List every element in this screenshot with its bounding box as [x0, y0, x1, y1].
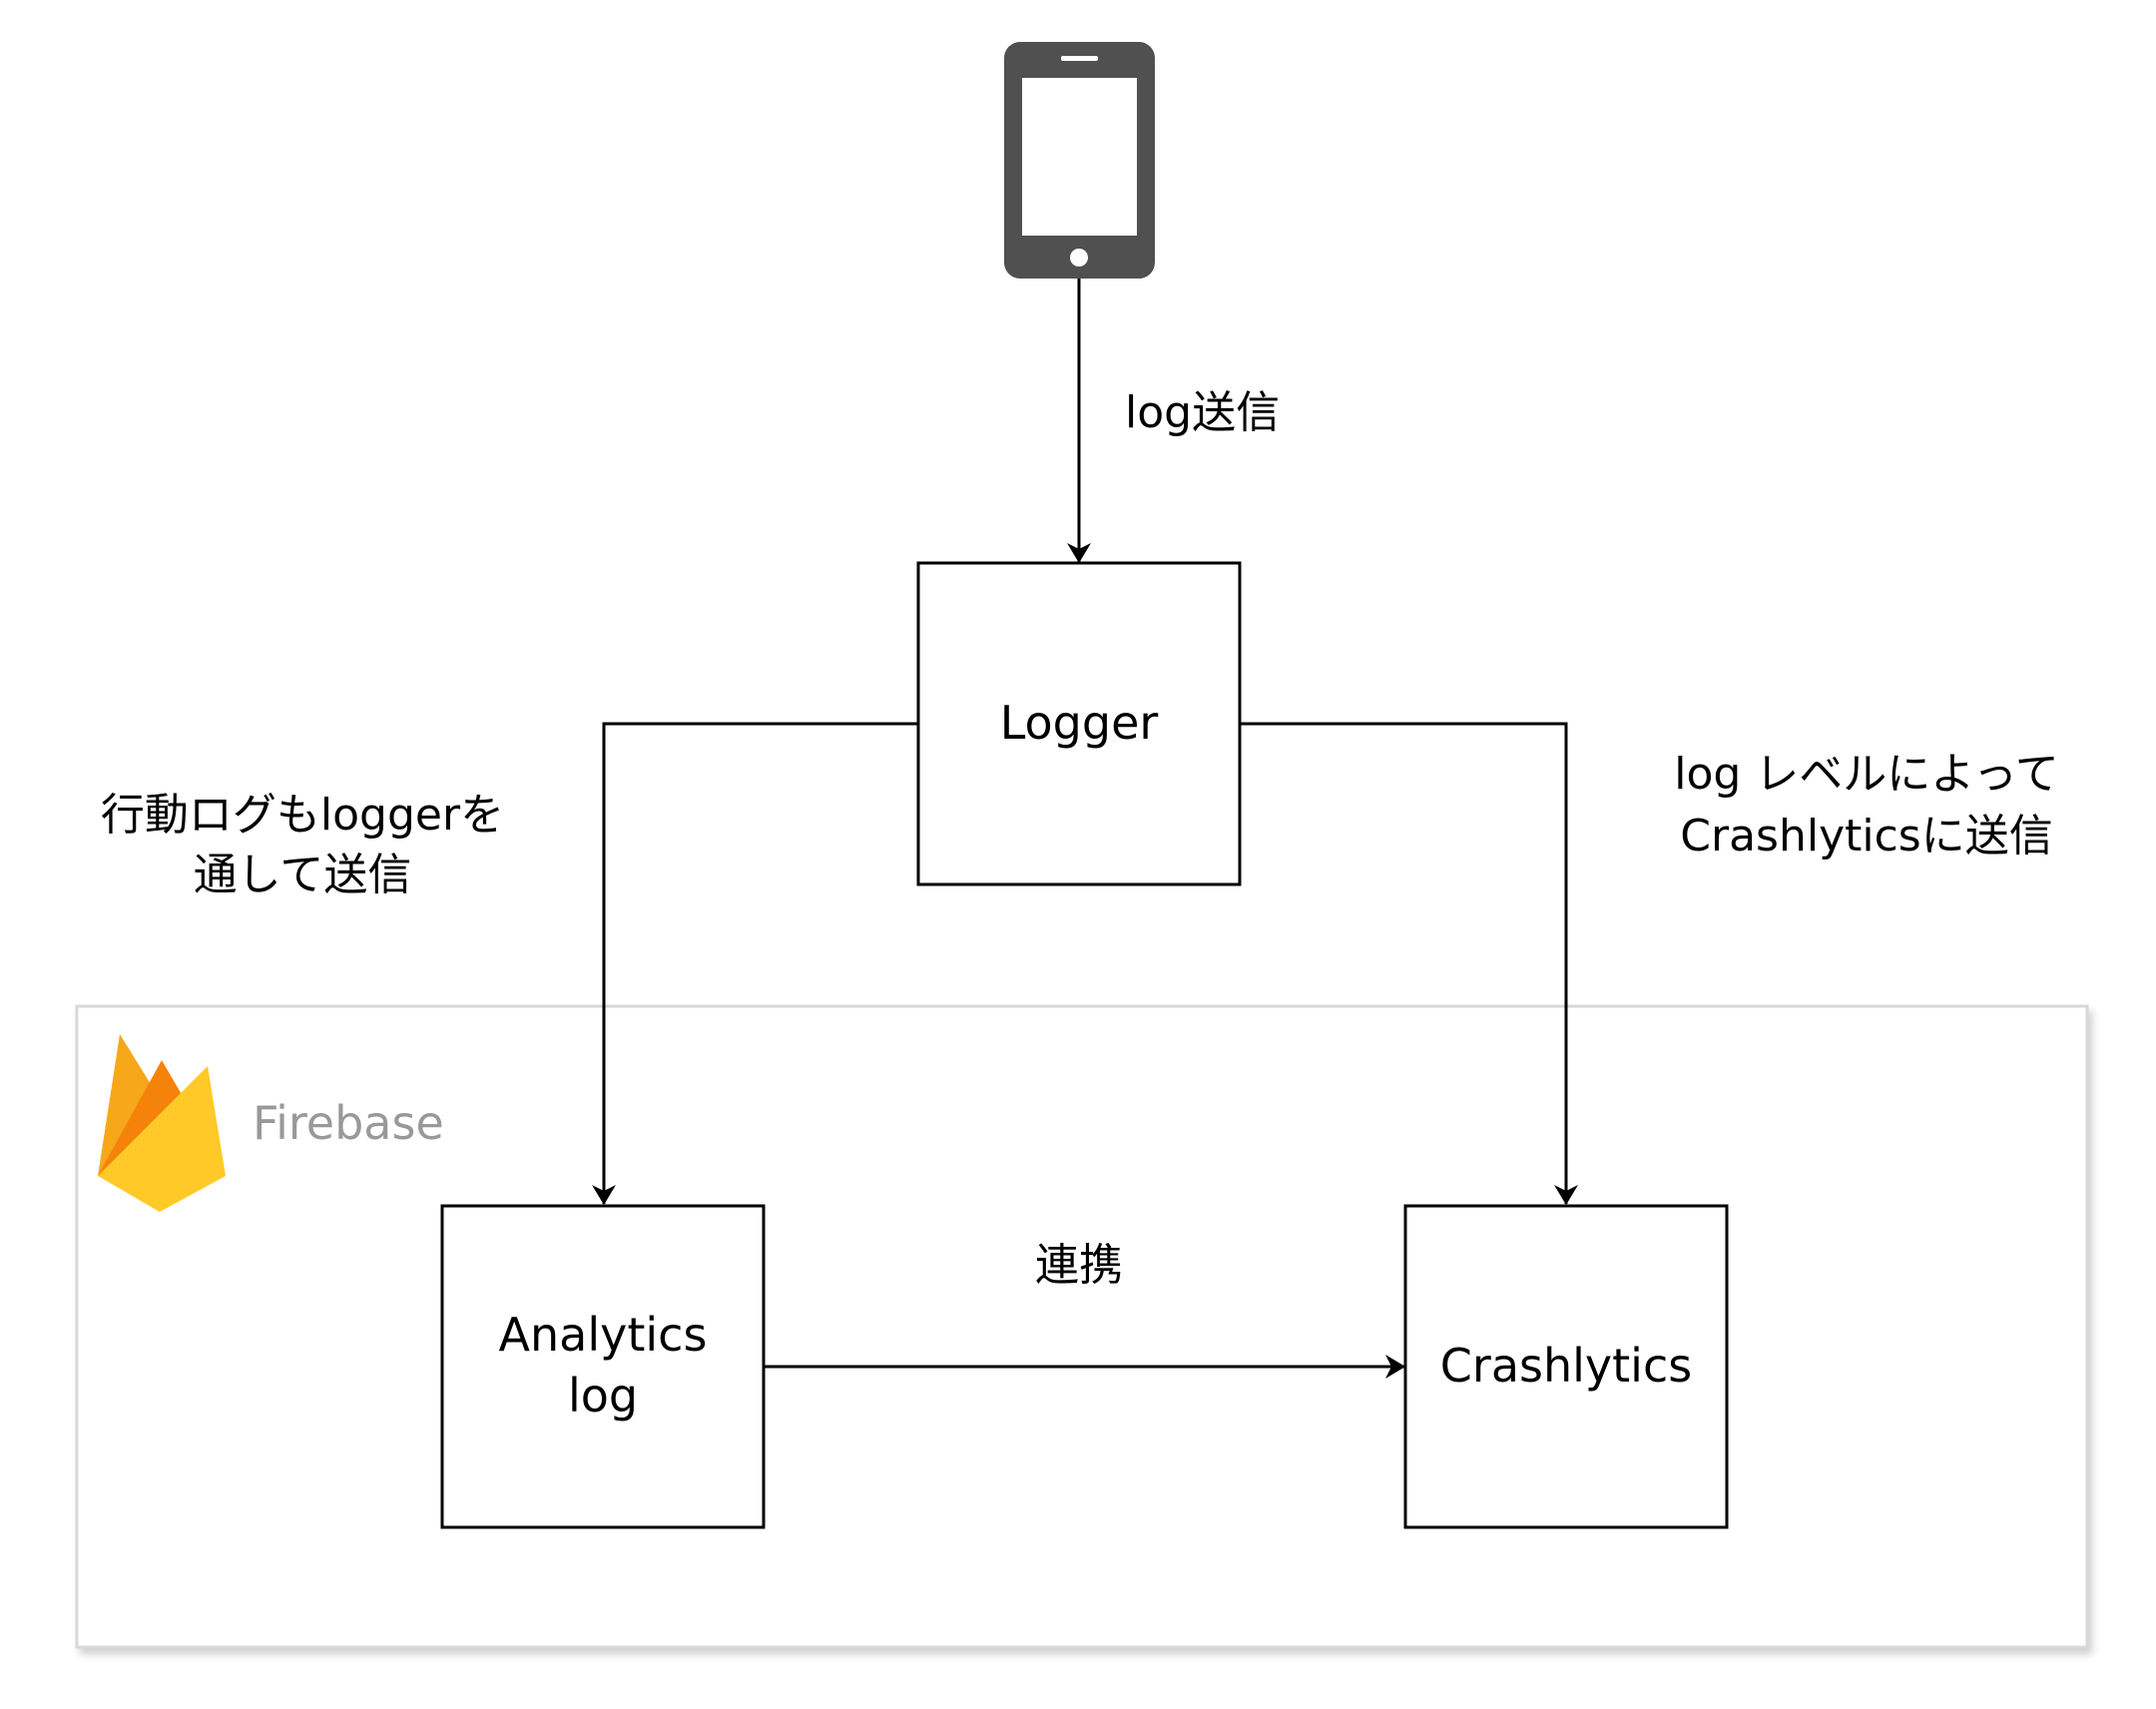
crashlytics-node-label: Crashlytics [1440, 1339, 1692, 1393]
edge-label-log-level-line2: Crashlyticsに送信 [1680, 811, 2052, 861]
analytics-log-node-label-line2: log [568, 1369, 638, 1423]
logger-node[interactable]: Logger [916, 561, 1242, 886]
edge-label-integration: 連携 [1035, 1240, 1123, 1291]
smartphone-icon[interactable] [1004, 42, 1155, 279]
edge-label-log-level-line1: log レベルによって [1674, 749, 2059, 800]
firebase-flame-icon [98, 1034, 226, 1212]
logger-node-label: Logger [1000, 696, 1159, 750]
firebase-group-label: Firebase [253, 1096, 444, 1150]
edge-logger-to-analytics[interactable] [592, 722, 918, 1205]
analytics-log-node-label-line1: Analytics [499, 1308, 708, 1362]
edge-label-behavior-log-line2: 通して送信 [194, 850, 412, 900]
edge-logger-to-crashlytics[interactable] [1240, 722, 1578, 1205]
firebase-group[interactable]: Firebase [75, 1004, 2089, 1649]
analytics-log-node[interactable]: Analytics log [440, 1204, 766, 1529]
edge-label-behavior-log-line1: 行動ログもloggerを [101, 790, 504, 841]
edge-label-log-send: log送信 [1125, 387, 1280, 438]
firebase-group-frame [75, 1004, 2089, 1649]
crashlytics-node[interactable]: Crashlytics [1403, 1204, 1729, 1529]
